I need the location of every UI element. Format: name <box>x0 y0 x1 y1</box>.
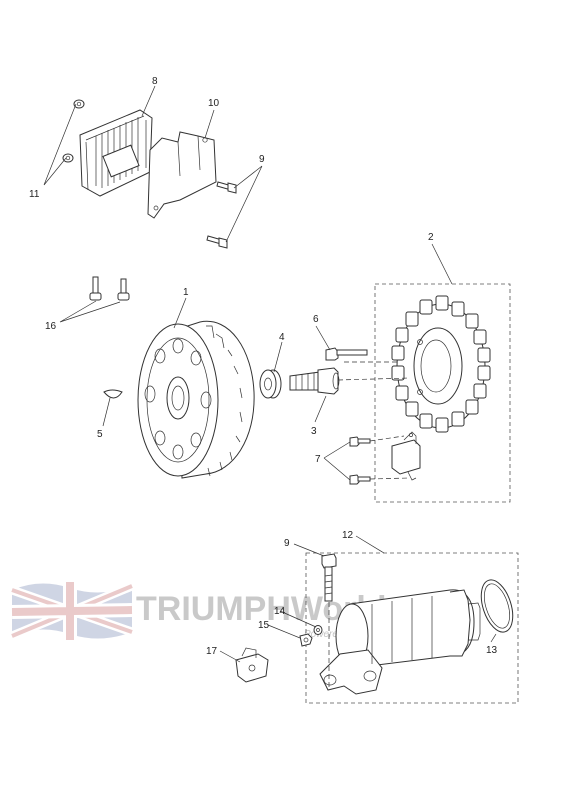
regulator-rectifier <box>79 109 153 197</box>
callout-9-upper: 9 <box>259 154 265 165</box>
cable-clip <box>235 647 269 683</box>
stator-screw <box>325 347 368 361</box>
pickup-screw-lower <box>349 474 371 485</box>
callout-labels: 1 2 3 4 5 6 7 8 9 9 10 11 12 13 14 15 16… <box>29 76 498 657</box>
callout-9-lower: 9 <box>284 538 290 549</box>
callout-2: 2 <box>428 232 434 243</box>
callout-16: 16 <box>45 321 57 332</box>
pickup-sensor <box>391 431 421 481</box>
bolt-9-lower <box>206 235 228 249</box>
callout-13: 13 <box>486 645 498 656</box>
callout-4: 4 <box>279 332 285 343</box>
washer-14 <box>313 625 323 635</box>
nut-lower <box>62 153 74 163</box>
washer <box>259 369 282 399</box>
stator <box>391 295 491 433</box>
callout-8: 8 <box>152 76 158 87</box>
bolt-9-upper <box>216 181 237 194</box>
callout-17: 17 <box>206 646 218 657</box>
starter-assembly-box <box>305 552 519 704</box>
woodruff-key <box>103 389 123 399</box>
screw-16-right <box>117 278 130 301</box>
rotor-bolt <box>289 367 340 395</box>
callout-14: 14 <box>274 606 286 617</box>
stator-assembly-box <box>374 283 511 503</box>
callout-12: 12 <box>342 530 354 541</box>
callout-10: 10 <box>208 98 220 109</box>
callout-1: 1 <box>183 287 189 298</box>
pickup-screw-upper <box>349 436 371 447</box>
nut-upper <box>73 99 85 109</box>
o-ring <box>480 579 514 633</box>
callout-5: 5 <box>97 429 103 440</box>
leader-lines <box>43 85 497 690</box>
callout-7: 7 <box>315 454 321 465</box>
mounting-bracket <box>147 131 217 219</box>
starter-bolt <box>321 553 337 602</box>
callout-11: 11 <box>29 189 40 200</box>
starter-motor <box>319 589 481 695</box>
alternator-rotor <box>137 320 255 479</box>
union-flag-logo <box>10 581 134 641</box>
callout-15: 15 <box>258 620 270 631</box>
callout-6: 6 <box>313 314 319 325</box>
callout-3: 3 <box>311 426 317 437</box>
screw-16-left <box>89 276 102 301</box>
bolt-15 <box>299 633 313 647</box>
